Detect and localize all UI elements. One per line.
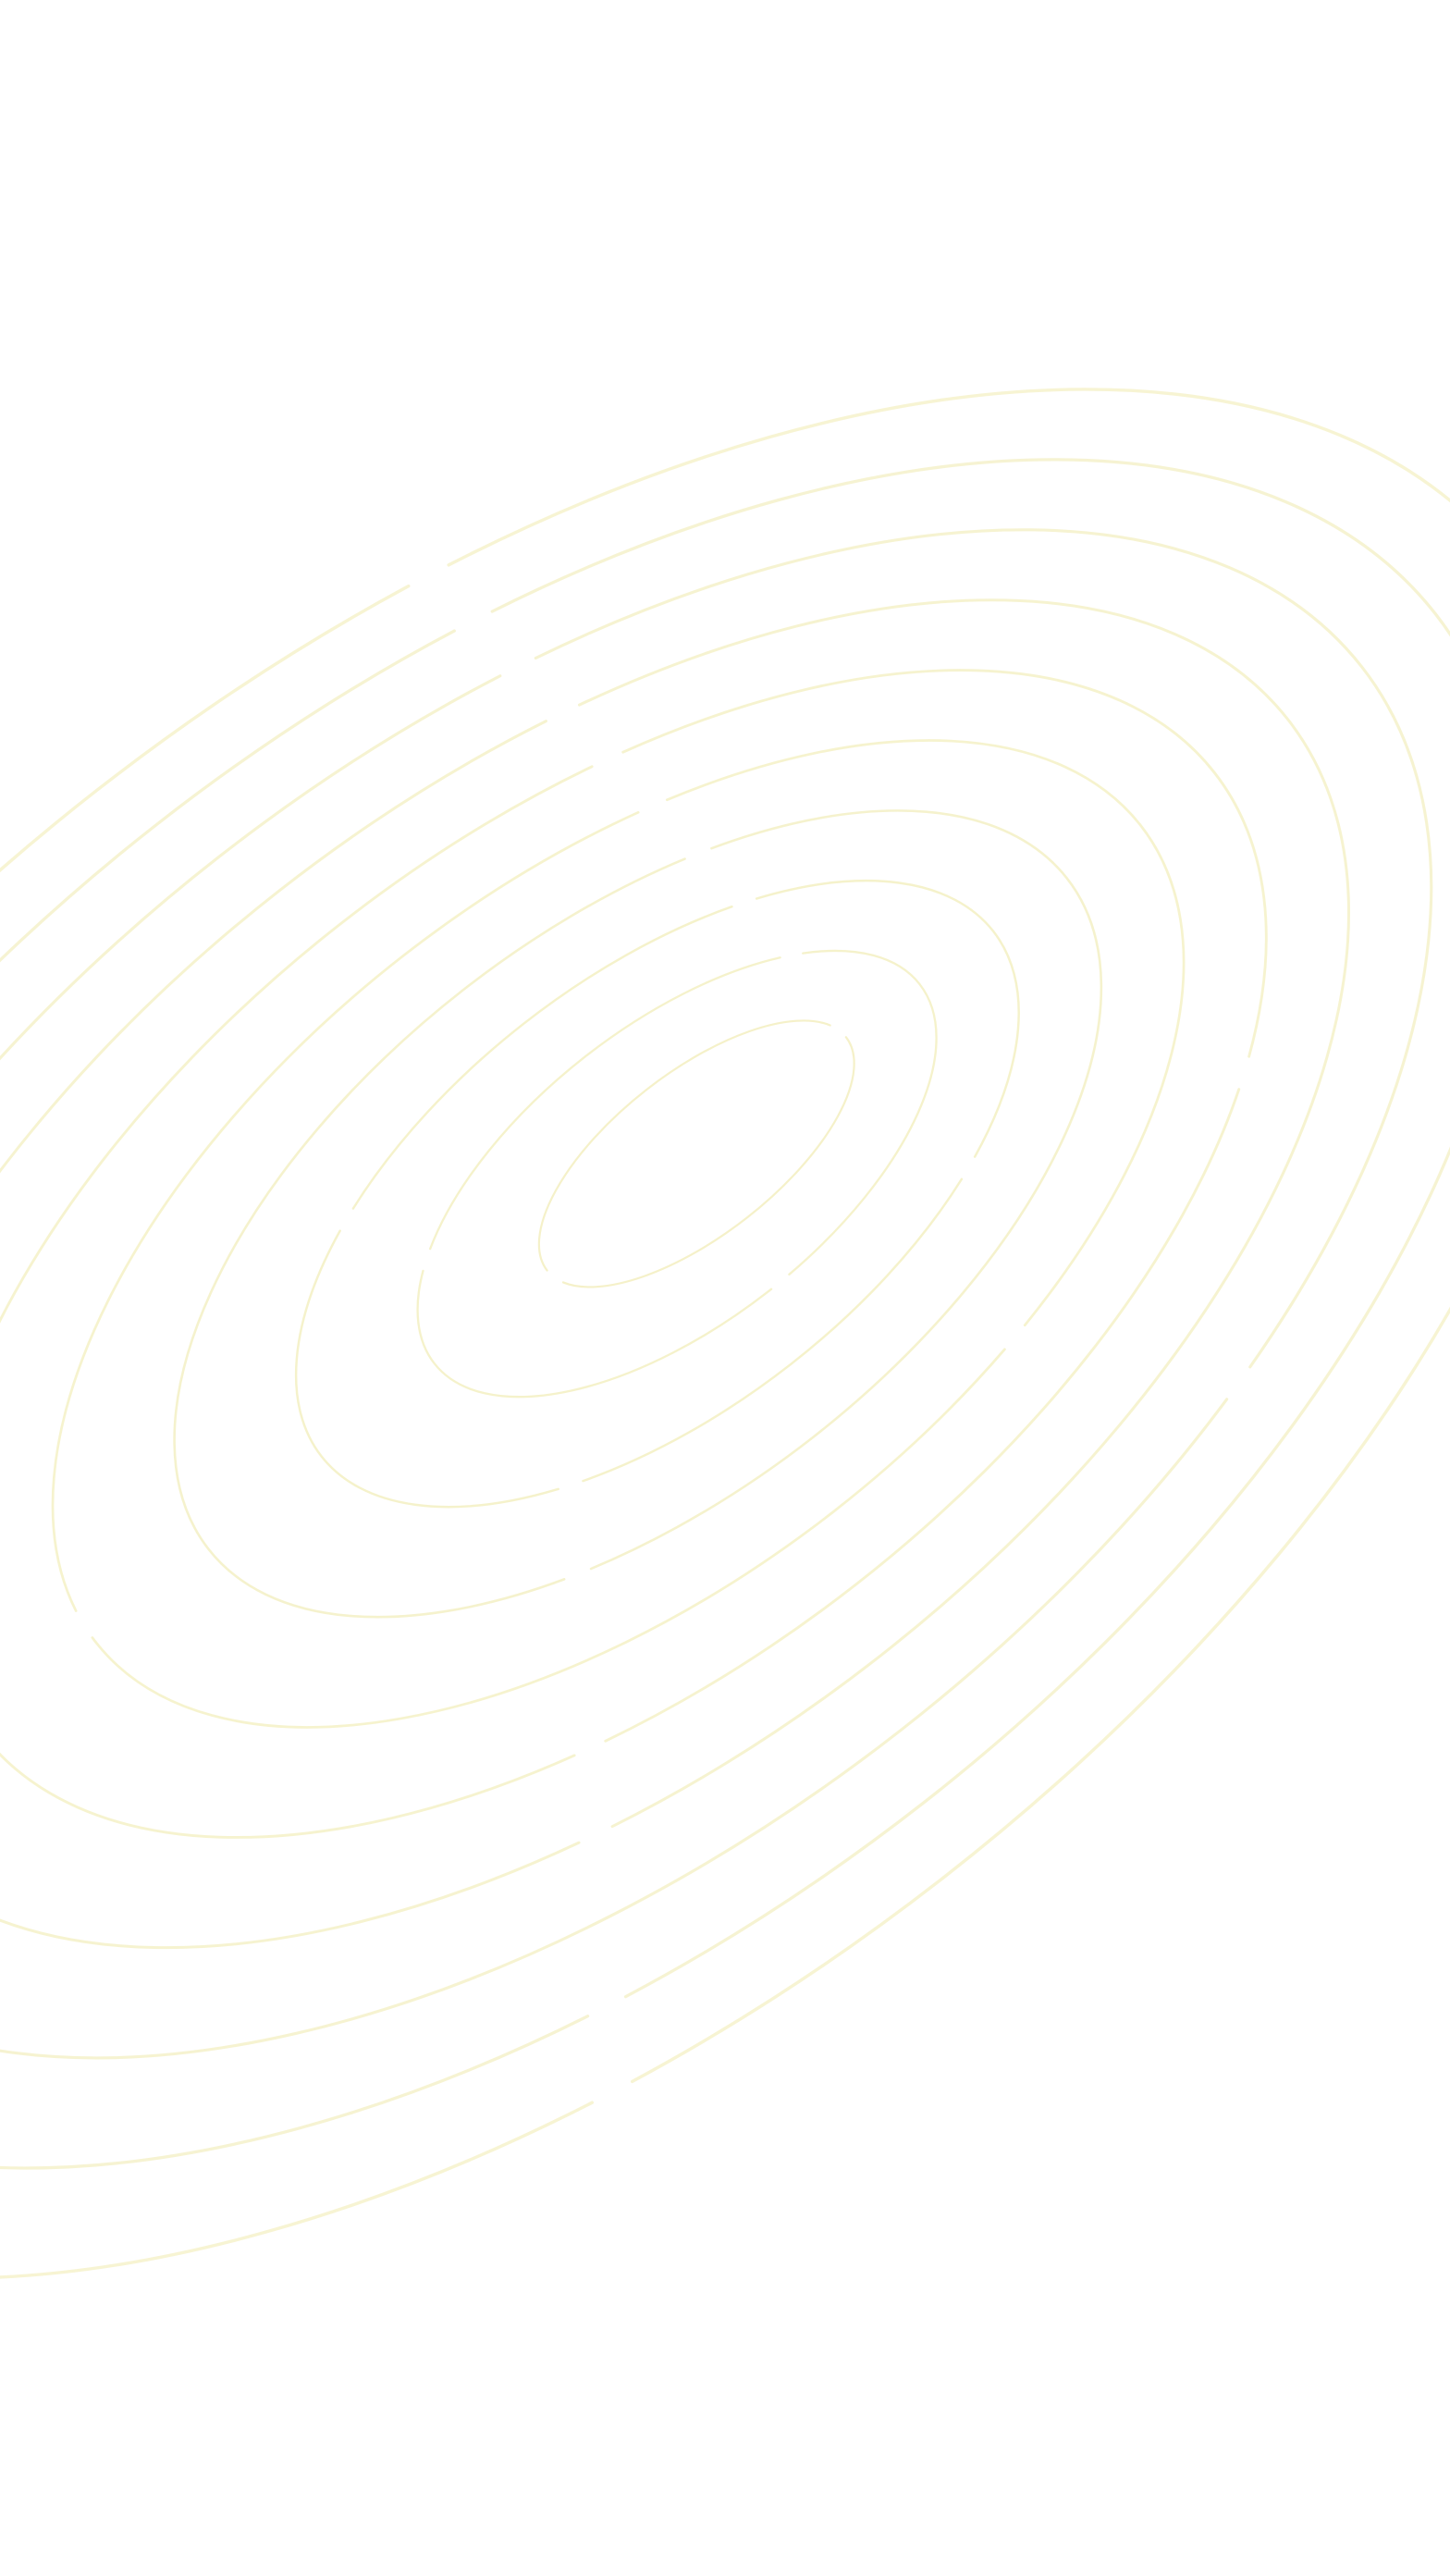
ring-ellipse	[173, 809, 1103, 1619]
ring-ellipse	[51, 739, 1186, 1729]
ring-ellipse	[537, 1019, 855, 1288]
ring-ellipse	[0, 388, 1450, 2280]
ring-ellipse	[0, 458, 1450, 2170]
ring-ellipse	[0, 669, 1268, 1839]
ring-ellipse	[294, 879, 1020, 1509]
ring-ellipse	[416, 949, 938, 1399]
ring-ellipse	[0, 528, 1433, 2060]
ring-group	[0, 388, 1450, 2280]
ring-ellipse	[0, 598, 1351, 1950]
